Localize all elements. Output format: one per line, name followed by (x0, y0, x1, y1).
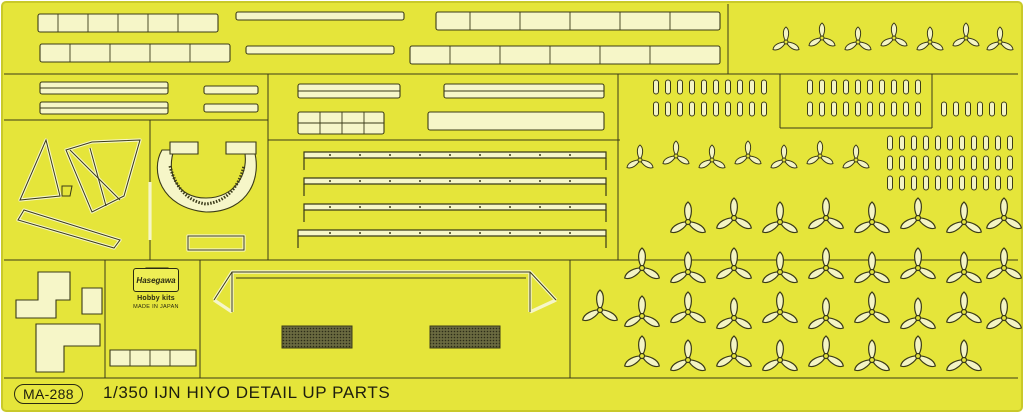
product-title: 1/350 IJN HIYO DETAIL UP PARTS (103, 383, 391, 402)
brand-logo-mark: Hasegawa (133, 268, 179, 292)
product-code-badge: MA-288 (14, 384, 83, 404)
origin-label: MADE IN JAPAN (133, 304, 179, 310)
brand-name: Hobby kits (137, 295, 175, 302)
maker-logo: Hasegawa Hobby kits MADE IN JAPAN (132, 268, 180, 318)
